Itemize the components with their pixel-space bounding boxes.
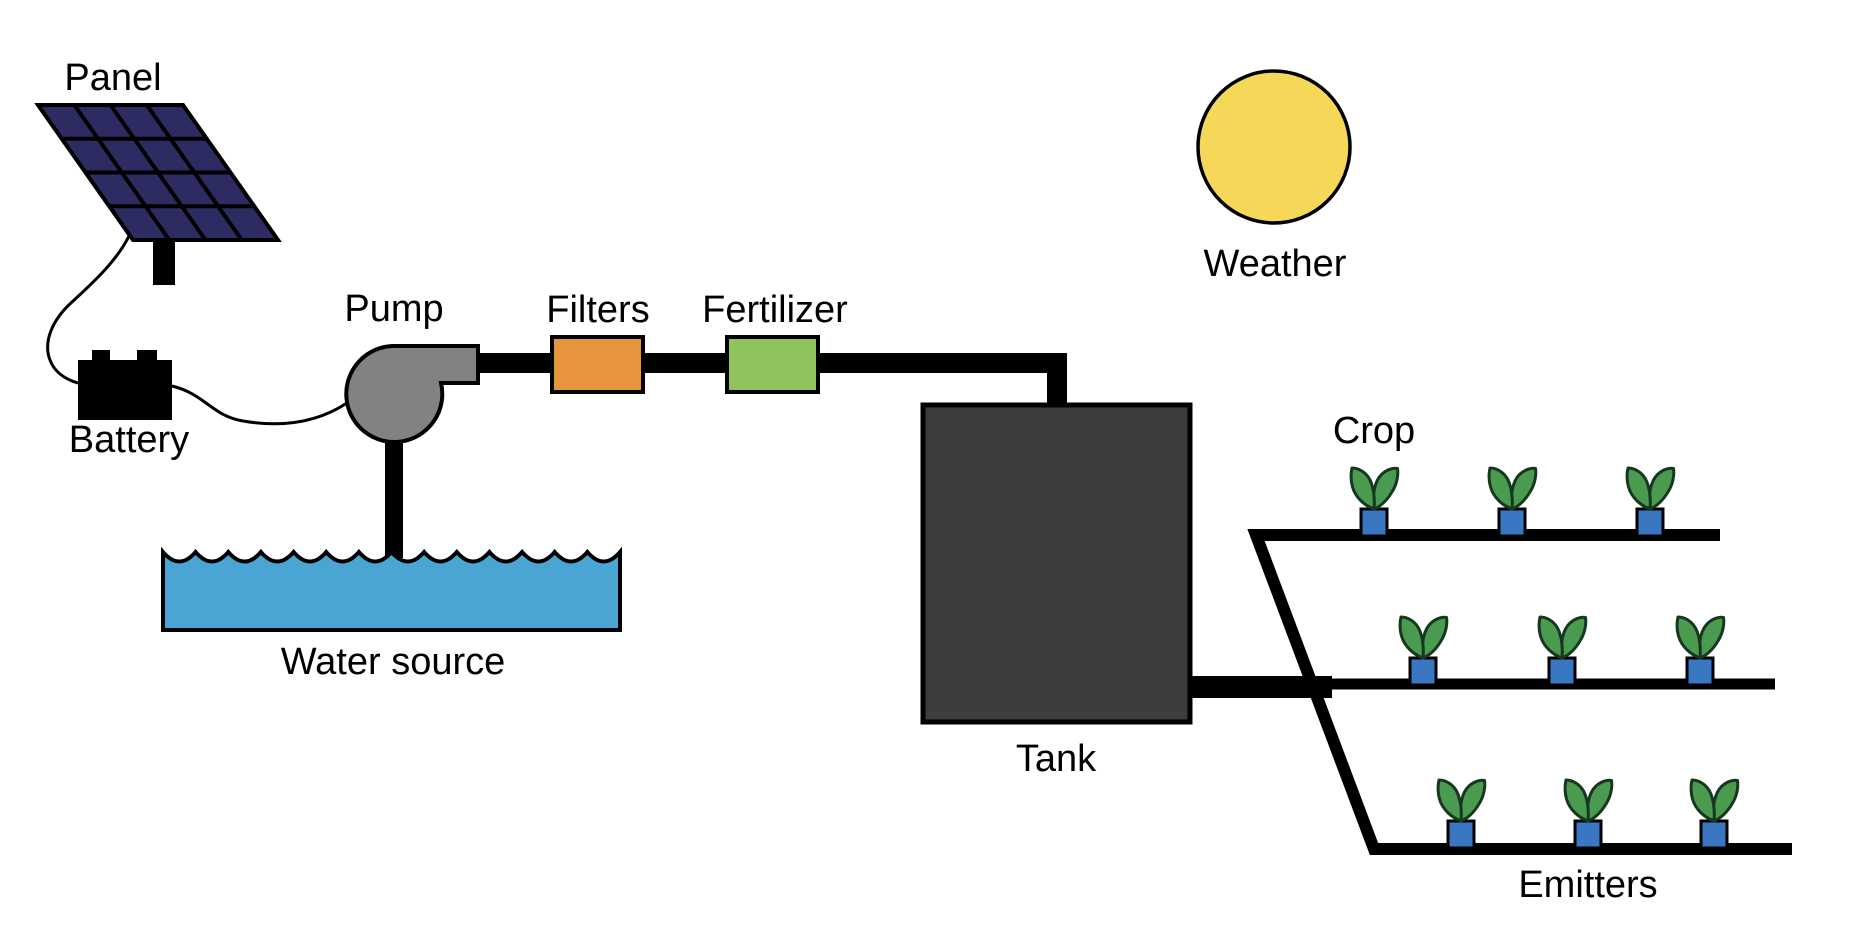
filters-label: Filters	[546, 289, 649, 331]
emitter	[1446, 819, 1476, 850]
crop-plant-icon	[1563, 778, 1614, 823]
crop-plant-icon	[1349, 466, 1400, 511]
labels: Panel Battery Pump Filters Fertilizer Wa…	[64, 57, 1657, 906]
crop-plant-icon	[1675, 615, 1726, 660]
emitter	[1635, 507, 1665, 538]
battery-pump-wire	[171, 384, 348, 426]
crop-label: Crop	[1333, 410, 1415, 452]
crop-plant-icon	[1689, 778, 1740, 823]
emitter	[1699, 819, 1729, 850]
sun-icon	[1196, 69, 1352, 225]
emitter	[1573, 819, 1603, 850]
weather-label: Weather	[1204, 243, 1347, 285]
emitter	[1408, 656, 1438, 687]
solar-panel	[34, 103, 282, 285]
water-source	[161, 546, 622, 632]
crop-plants	[1349, 466, 1740, 823]
crop-plant-icon	[1436, 778, 1487, 823]
tank-outlet-pipe	[1188, 676, 1332, 698]
supply-pipe	[478, 353, 1067, 409]
solar-panel-post	[153, 240, 175, 285]
solar-panel-grid	[61, 103, 255, 242]
battery-terminal	[92, 350, 110, 362]
water-source-label: Water source	[281, 641, 506, 683]
fertilizer-label: Fertilizer	[702, 289, 848, 331]
emitter	[1359, 507, 1389, 538]
pump-label: Pump	[344, 288, 443, 330]
emitter	[1497, 507, 1527, 538]
pump-body	[344, 344, 480, 444]
emitter	[1685, 656, 1715, 687]
fertilizer-box	[725, 335, 820, 394]
crop-plant-icon	[1625, 466, 1676, 511]
tank	[920, 402, 1193, 725]
filters-box	[550, 335, 645, 394]
battery-label: Battery	[69, 419, 189, 461]
crop-plant-icon	[1487, 466, 1538, 511]
battery-body	[78, 360, 172, 420]
emitter	[1547, 656, 1577, 687]
crop-plant-icon	[1398, 615, 1449, 660]
panel-battery-wire	[46, 235, 131, 385]
crop-plant-icon	[1537, 615, 1588, 660]
tank-label: Tank	[1016, 738, 1097, 780]
emitters-label: Emitters	[1518, 864, 1657, 906]
panel-label: Panel	[64, 57, 161, 99]
battery	[78, 350, 172, 420]
battery-terminal	[137, 350, 157, 362]
pump-inlet-pipe	[385, 437, 403, 558]
